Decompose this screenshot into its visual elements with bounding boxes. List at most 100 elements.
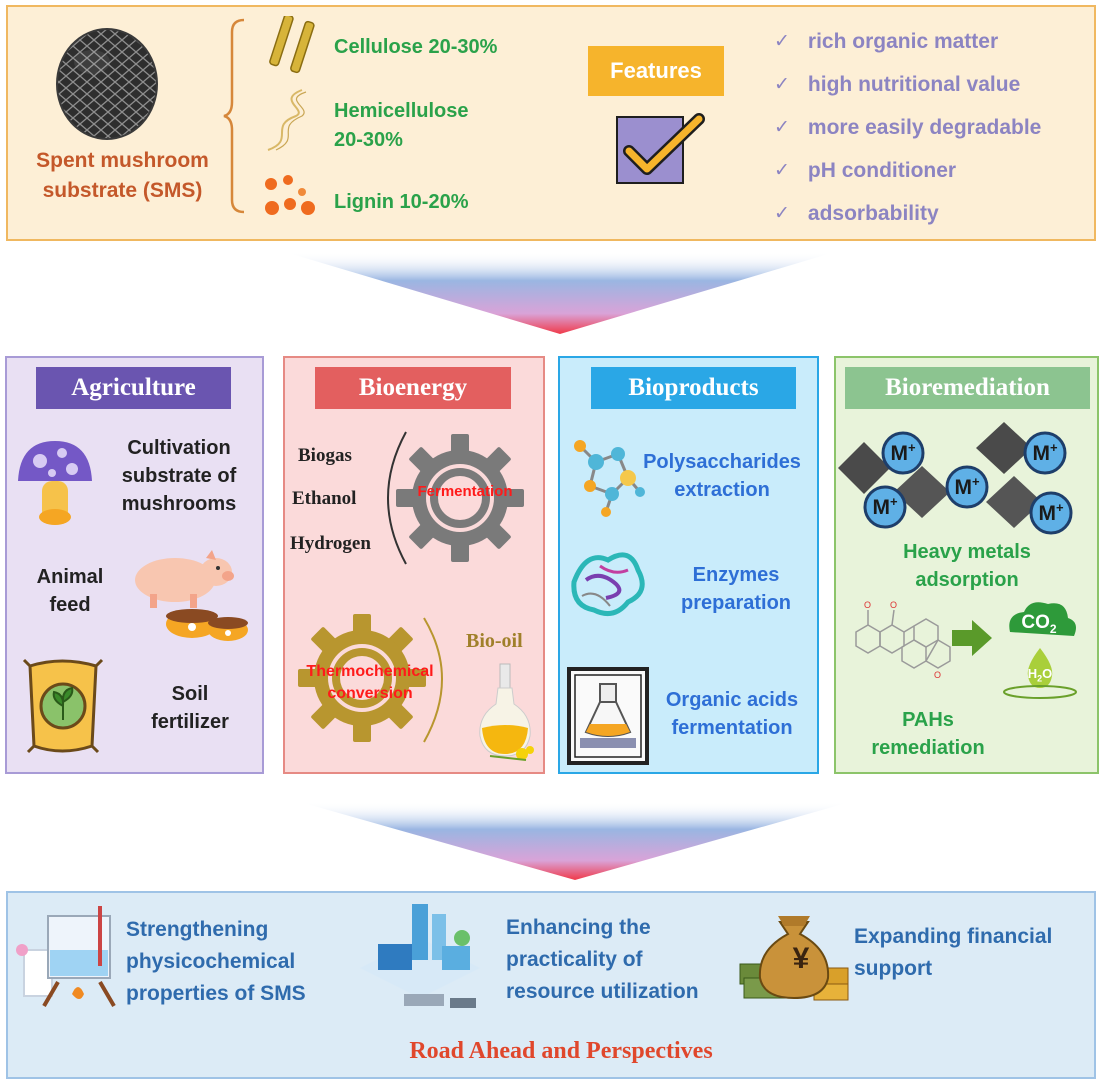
agriculture-item-mushrooms: Cultivation substrate of mushrooms [104,434,254,518]
road-line: support [854,957,933,980]
bioproduct-line: Organic acids [665,689,799,711]
features-title: Features [588,46,724,96]
road-line: Strengthening [126,918,269,941]
feature-item: ✓ more easily degradable [774,106,1041,149]
lignin-text: Lignin 10-20% [334,191,469,213]
feature-text: pH conditioner [807,158,957,182]
thermochemical-gear-icon [298,614,443,743]
sms-overview-panel [6,5,1096,241]
bio-oil-bottle-icon [479,663,534,761]
features-list: ✓ rich organic matter ✓ high nutritional… [774,20,1041,235]
road-line: physicochemical [126,950,296,973]
road-ahead-panel [6,891,1096,1079]
bioproducts-title: Bioproducts [591,367,796,409]
metal-ion-icon [863,485,907,529]
fermentation-gear-icon [387,431,524,565]
agri-line: Animal [36,566,104,588]
enzyme-structure-icon [571,552,645,617]
ion-charge: + [889,494,898,509]
road-line: practicality of [506,948,643,971]
polysaccharide-molecule-icon [574,440,645,517]
h2o-label: H2O [1016,666,1064,684]
road-item-enhancing: Enhancing the practicality of resource u… [506,912,699,1008]
metal-ion-icon [881,431,925,475]
metal-ion-label: M+ [1024,440,1066,466]
fermentation-label: Fermentation [417,483,513,500]
sms-label-line1: Spent mushroom [36,149,209,172]
lignin-particles-icon [265,175,315,215]
check-icon: ✓ [774,160,790,181]
check-icon: ✓ [774,203,790,224]
agriculture-item-fertilizer: Soil fertilizer [140,680,240,736]
ion-text: M [954,476,972,499]
components-bracket [223,18,245,214]
co2-label: CO2 [1004,612,1074,636]
check-icon: ✓ [774,31,790,52]
road-ahead-title: Road Ahead and Perspectives [409,1038,713,1064]
polysaccharides-label: Polysaccharides extraction [626,448,818,504]
metal-ion-label: M+ [882,440,924,466]
feature-item: ✓ high nutritional value [774,63,1041,106]
bioproduct-line: preparation [680,592,792,614]
h2o-end: O [1042,666,1053,681]
pah-molecule-icon: O O O [855,600,951,680]
sms-label-line2: substrate (SMS) [42,179,203,202]
lab-heating-icon [16,906,116,1008]
hemicellulose-percent: 20-30% [334,129,403,151]
bioproduct-line: extraction [674,479,770,501]
feature-text: adsorbability [807,201,939,225]
metal-ion-label: M+ [864,494,906,520]
hydrogen-label: Hydrogen [290,533,371,554]
ion-text: M [1038,502,1056,525]
ion-text: M [1032,442,1050,465]
thermochemical-label: Thermochemical conversion [290,661,450,705]
svg-text:O: O [864,600,871,610]
check-icon: ✓ [774,74,790,95]
co2-sub: 2 [1049,621,1057,636]
thermochemical-line1: Thermochemical [306,663,434,680]
arrow-right-icon [952,620,992,656]
hemicellulose-text: Hemicellulose [334,100,469,122]
biogas-label: Biogas [298,445,352,466]
bioproduct-line: Polysaccharides [643,451,801,473]
fermentation-flask-icon [567,667,649,765]
road-item-expanding: Expanding financial support [854,921,1052,985]
bio-oil-label: Bio-oil [466,630,523,652]
co2-text: CO [1021,612,1050,633]
enzymes-label: Enzymes preparation [664,561,808,617]
h2o-sub: 2 [1037,673,1043,684]
industrial-facility-icon [360,904,480,1008]
agri-line: feed [49,594,91,616]
money-bag-icon [739,916,849,1001]
funnel-arrow-top [285,252,835,334]
agri-line: Cultivation [127,437,231,459]
feature-text: rich organic matter [807,29,999,53]
svg-text:O: O [934,670,941,680]
hemicellulose-label: Hemicellulose 20-30% [334,97,469,155]
metal-ion-icon [1023,431,1067,475]
ion-text: M [872,496,890,519]
yen-symbol: ¥ [792,942,810,975]
check-icon: ✓ [774,117,790,138]
svg-text:O: O [890,600,897,610]
feature-text: high nutritional value [807,72,1021,96]
agri-line: mushrooms [121,493,237,515]
metal-ion-label: M+ [1030,500,1072,526]
cellulose-fibers-icon [269,16,315,74]
funnel-arrow-bottom [300,802,850,880]
heavy-metals-label: Heavy metals adsorption [872,538,1062,594]
agriculture-title: Agriculture [36,367,231,409]
feature-item: ✓ rich organic matter [774,20,1041,63]
road-item-strengthening: Strengthening physicochemical properties… [126,914,306,1010]
ion-charge: + [907,440,916,455]
bioremediation-line: Heavy metals [903,541,1031,563]
metal-ion-label: M+ [946,474,988,500]
bioremediation-line: PAHs [902,709,954,731]
bioremediation-title: Bioremediation [845,367,1090,409]
bioproduct-line: fermentation [671,717,793,739]
agri-line: fertilizer [151,711,229,733]
checkbox-check-icon [616,113,705,184]
sms-label: Spent mushroom substrate (SMS) [20,146,225,206]
heavy-metal-adsorbent-icon [838,422,1042,528]
bioremediation-line: remediation [871,737,985,759]
